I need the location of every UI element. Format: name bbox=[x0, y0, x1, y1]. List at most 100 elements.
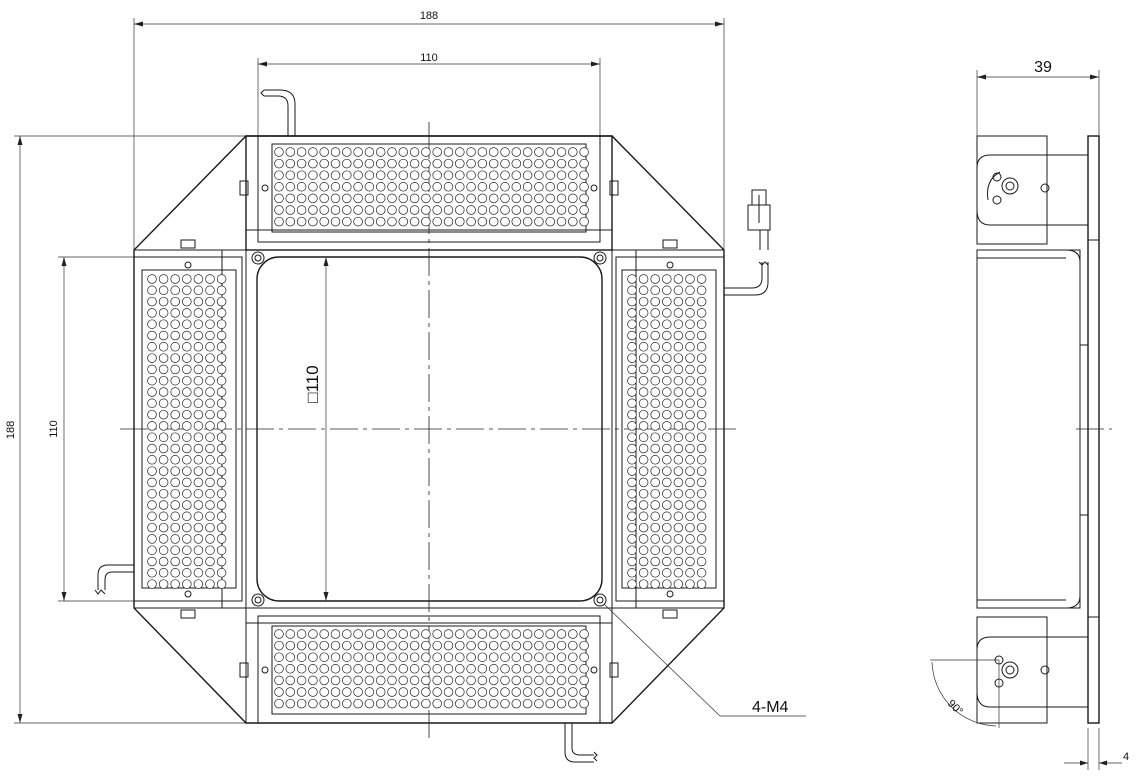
led-dot bbox=[296, 182, 307, 192]
led-dot bbox=[696, 319, 707, 329]
led-dot bbox=[685, 556, 695, 567]
led-dot bbox=[545, 675, 555, 686]
led-dot bbox=[650, 353, 660, 363]
led-dot bbox=[685, 353, 695, 363]
led-dot bbox=[158, 421, 169, 431]
led-dot bbox=[421, 158, 431, 169]
led-dot bbox=[216, 545, 227, 555]
led-dot bbox=[170, 500, 180, 510]
led-dot bbox=[147, 308, 157, 318]
led-dot bbox=[488, 216, 499, 227]
led-dot bbox=[500, 182, 510, 192]
led-dot bbox=[627, 522, 637, 533]
led-dot bbox=[650, 534, 660, 544]
led-dot bbox=[409, 629, 420, 639]
led-dot bbox=[158, 455, 169, 465]
led-dot bbox=[387, 675, 397, 686]
led-dot bbox=[421, 216, 431, 227]
led-dot bbox=[193, 477, 204, 488]
led-dot bbox=[387, 193, 397, 204]
led-dot bbox=[170, 477, 180, 488]
led-dot bbox=[147, 432, 157, 442]
led-dot bbox=[193, 421, 204, 431]
led-dot bbox=[285, 158, 296, 169]
led-dot bbox=[696, 545, 707, 555]
led-dot bbox=[662, 488, 672, 499]
led-dot bbox=[296, 640, 307, 651]
led-dot bbox=[216, 353, 227, 363]
led-dot bbox=[500, 652, 510, 662]
led-dot bbox=[477, 664, 488, 674]
led-dot bbox=[216, 308, 227, 318]
led-dot bbox=[421, 664, 431, 674]
led-dot bbox=[193, 330, 204, 341]
led-dot bbox=[193, 285, 204, 296]
led-dot bbox=[638, 387, 649, 397]
led-dot bbox=[627, 285, 637, 296]
led-dot bbox=[193, 342, 204, 352]
led-dot bbox=[342, 170, 352, 180]
led-dot bbox=[511, 205, 522, 215]
led-dot bbox=[638, 274, 649, 284]
led-dot bbox=[205, 308, 215, 318]
led-dot bbox=[650, 579, 660, 589]
led-dot bbox=[319, 652, 329, 662]
led-dot bbox=[627, 308, 637, 318]
led-dot bbox=[673, 488, 684, 499]
dimension-overall-width: 188 bbox=[133, 10, 725, 250]
led-dot bbox=[477, 629, 488, 639]
led-dot bbox=[409, 158, 420, 169]
led-dot bbox=[353, 147, 363, 157]
led-dot bbox=[193, 522, 204, 533]
led-dot bbox=[216, 556, 227, 567]
led-dot bbox=[285, 664, 296, 674]
led-dot bbox=[556, 652, 567, 662]
led-dot bbox=[662, 568, 672, 578]
led-dot bbox=[170, 556, 180, 567]
led-dot bbox=[330, 664, 341, 674]
led-dot bbox=[685, 477, 695, 488]
led-dot bbox=[455, 664, 465, 674]
led-dot bbox=[522, 170, 533, 180]
led-dot bbox=[398, 205, 409, 215]
led-dot bbox=[579, 216, 589, 227]
led-dot bbox=[662, 477, 672, 488]
led-dot bbox=[193, 432, 204, 442]
led-dot bbox=[296, 664, 307, 674]
led-dot bbox=[285, 147, 296, 157]
led-dot bbox=[534, 652, 544, 662]
led-dot bbox=[398, 170, 409, 180]
led-dot bbox=[522, 698, 533, 709]
led-dot bbox=[638, 455, 649, 465]
led-dot bbox=[274, 205, 284, 215]
led-dot bbox=[673, 556, 684, 567]
led-dot bbox=[170, 409, 180, 420]
led-dot bbox=[500, 629, 510, 639]
led-dot bbox=[511, 629, 522, 639]
led-dot bbox=[568, 158, 578, 169]
led-dot bbox=[627, 568, 637, 578]
led-dot bbox=[579, 193, 589, 204]
led-dot bbox=[685, 579, 695, 589]
led-dot bbox=[627, 353, 637, 363]
led-dot bbox=[216, 432, 227, 442]
led-dot bbox=[466, 640, 476, 651]
led-dot bbox=[193, 353, 204, 363]
led-dot bbox=[353, 640, 363, 651]
led-dot bbox=[308, 640, 318, 651]
led-dot bbox=[205, 511, 215, 522]
led-dot bbox=[330, 698, 341, 709]
led-dot bbox=[685, 364, 695, 375]
led-dot bbox=[375, 182, 386, 192]
led-dot bbox=[205, 387, 215, 397]
led-dot bbox=[285, 652, 296, 662]
led-dot bbox=[534, 698, 544, 709]
led-dot bbox=[308, 205, 318, 215]
led-dot bbox=[216, 500, 227, 510]
led-dot bbox=[696, 421, 707, 431]
led-dot bbox=[685, 409, 695, 420]
led-dot bbox=[511, 193, 522, 204]
led-dot bbox=[205, 319, 215, 329]
led-dot bbox=[193, 545, 204, 555]
led-dot bbox=[205, 432, 215, 442]
